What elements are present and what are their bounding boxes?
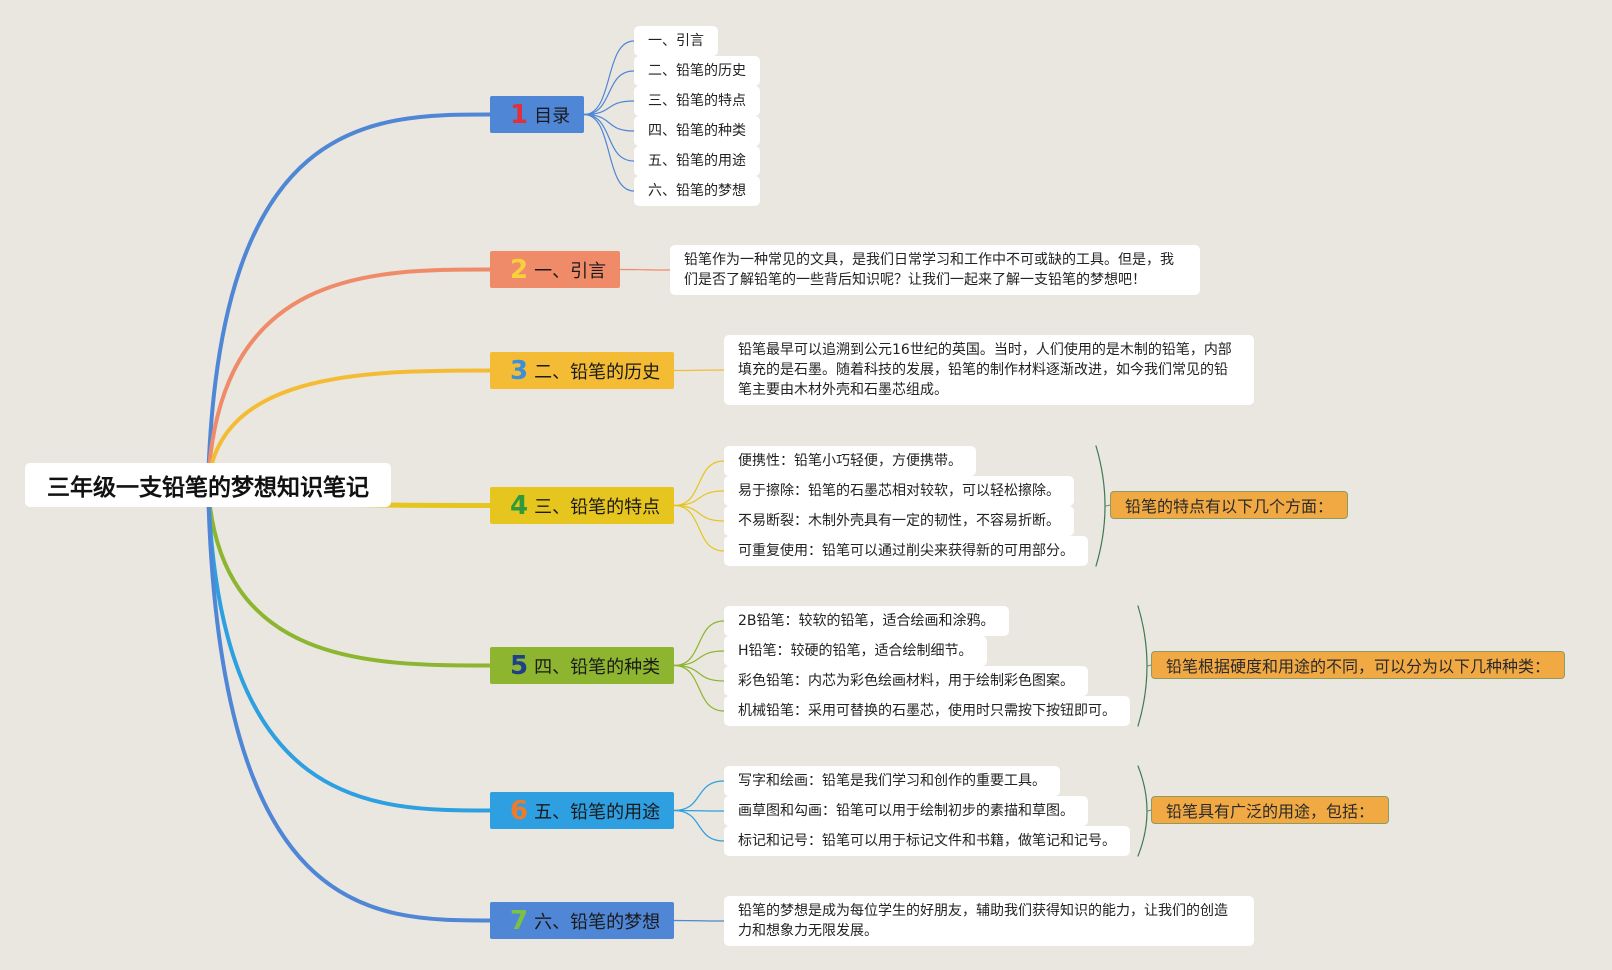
leaf-connector bbox=[673, 664, 725, 682]
summary-bracket bbox=[1137, 605, 1148, 727]
branch-number: 4 bbox=[510, 490, 529, 521]
branch-number: 2 bbox=[510, 254, 529, 285]
branch-connector bbox=[206, 483, 492, 668]
toc-leaf-1[interactable]: 一、引言 bbox=[634, 26, 718, 56]
branch-number: 7 bbox=[510, 905, 529, 936]
root-node[interactable]: 三年级一支铅笔的梦想知识笔记 bbox=[25, 463, 391, 507]
dream-leaf[interactable]: 铅笔的梦想是成为每位学生的好朋友，辅助我们获得知识的能力，让我们的创造力和想象力… bbox=[724, 896, 1254, 946]
branch-label: 五、铅笔的用途 bbox=[534, 801, 661, 823]
root-title: 三年级一支铅笔的梦想知识笔记 bbox=[47, 475, 369, 501]
leaf-connector bbox=[583, 113, 635, 162]
toc-leaf-4[interactable]: 四、铅笔的种类 bbox=[634, 116, 760, 146]
uses-leaf-3[interactable]: 标记和记号：铅笔可以用于标记文件和书籍，做笔记和记号。 bbox=[724, 826, 1130, 856]
branch-label: 六、铅笔的梦想 bbox=[534, 911, 661, 933]
leaf-connector bbox=[673, 919, 725, 922]
leaf-connector bbox=[673, 504, 725, 522]
summary-connector bbox=[1147, 809, 1152, 812]
branch-toc[interactable]: 1 目录 bbox=[490, 96, 584, 133]
summary-connector bbox=[1105, 504, 1111, 507]
branch-intro[interactable]: 2 一、引言 bbox=[490, 251, 620, 288]
toc-leaf-6[interactable]: 六、铅笔的梦想 bbox=[634, 176, 760, 206]
uses-leaf-1[interactable]: 写字和绘画：铅笔是我们学习和创作的重要工具。 bbox=[724, 766, 1060, 796]
toc-leaf-5[interactable]: 五、铅笔的用途 bbox=[634, 146, 760, 176]
uses-leaf-2[interactable]: 画草图和勾画：铅笔可以用于绘制初步的素描和草图。 bbox=[724, 796, 1088, 826]
features-leaf-4[interactable]: 可重复使用：铅笔可以通过削尖来获得新的可用部分。 bbox=[724, 536, 1088, 566]
leaf-connector bbox=[673, 620, 725, 667]
branch-label: 二、铅笔的历史 bbox=[534, 361, 661, 383]
branch-number: 5 bbox=[510, 650, 529, 681]
branch-number: 1 bbox=[510, 99, 529, 130]
leaf-connector bbox=[619, 268, 671, 271]
leaf-connector bbox=[583, 70, 635, 116]
summary-connector bbox=[1147, 664, 1152, 667]
branch-connector bbox=[206, 368, 492, 487]
branch-types[interactable]: 5 四、铅笔的种类 bbox=[490, 647, 674, 684]
leaf-connector bbox=[583, 40, 635, 116]
summary-bracket bbox=[1095, 445, 1106, 567]
types-summary[interactable]: 铅笔根据硬度和用途的不同，可以分为以下几种种类： bbox=[1151, 651, 1566, 679]
summary-bracket bbox=[1137, 765, 1148, 857]
leaf-connector bbox=[583, 100, 635, 116]
leaf-connector bbox=[673, 664, 725, 712]
leaf-connector bbox=[673, 490, 725, 507]
history-leaf[interactable]: 铅笔最早可以追溯到公元16世纪的英国。当时，人们使用的是木制的铅笔，内部填充的是… bbox=[724, 335, 1254, 405]
leaf-connector bbox=[673, 809, 725, 842]
features-summary[interactable]: 铅笔的特点有以下几个方面： bbox=[1110, 491, 1349, 519]
types-leaf-3[interactable]: 彩色铅笔：内芯为彩色绘画材料，用于绘制彩色图案。 bbox=[724, 666, 1088, 696]
branch-label: 一、引言 bbox=[534, 260, 607, 282]
branch-dream[interactable]: 7 六、铅笔的梦想 bbox=[490, 902, 674, 939]
branch-number: 3 bbox=[510, 355, 529, 386]
toc-leaf-2[interactable]: 二、铅笔的历史 bbox=[634, 56, 760, 86]
leaf-connector bbox=[673, 504, 725, 552]
branch-label: 三、铅笔的特点 bbox=[534, 496, 661, 518]
types-leaf-2[interactable]: H铅笔：较硬的铅笔，适合绘制细节。 bbox=[724, 636, 987, 666]
leaf-connector bbox=[583, 113, 635, 192]
leaf-connector bbox=[673, 369, 725, 372]
leaf-connector bbox=[673, 809, 725, 812]
uses-summary[interactable]: 铅笔具有广泛的用途，包括： bbox=[1151, 796, 1390, 824]
types-leaf-4[interactable]: 机械铅笔：采用可替换的石墨芯，使用时只需按下按钮即可。 bbox=[724, 696, 1130, 726]
features-leaf-3[interactable]: 不易断裂：木制外壳具有一定的韧性，不容易折断。 bbox=[724, 506, 1074, 536]
branch-history[interactable]: 3 二、铅笔的历史 bbox=[490, 352, 674, 389]
branch-connector bbox=[206, 112, 492, 487]
branch-uses[interactable]: 6 五、铅笔的用途 bbox=[490, 792, 674, 829]
branch-label: 四、铅笔的种类 bbox=[534, 656, 661, 678]
features-leaf-1[interactable]: 便携性：铅笔小巧轻便，方便携带。 bbox=[724, 446, 976, 476]
leaf-connector bbox=[673, 780, 725, 812]
branch-features[interactable]: 4 三、铅笔的特点 bbox=[490, 487, 674, 524]
features-leaf-2[interactable]: 易于擦除：铅笔的石墨芯相对较软，可以轻松擦除。 bbox=[724, 476, 1074, 506]
branch-label: 目录 bbox=[534, 105, 571, 127]
leaf-connector bbox=[673, 460, 725, 507]
branch-connector bbox=[206, 267, 492, 487]
branch-connector bbox=[206, 483, 492, 923]
branch-connector bbox=[206, 483, 492, 813]
types-leaf-1[interactable]: 2B铅笔：较软的铅笔，适合绘画和涂鸦。 bbox=[724, 606, 1009, 636]
branch-number: 6 bbox=[510, 795, 529, 826]
toc-leaf-3[interactable]: 三、铅笔的特点 bbox=[634, 86, 760, 116]
intro-leaf[interactable]: 铅笔作为一种常见的文具，是我们日常学习和工作中不可或缺的工具。但是，我们是否了解… bbox=[670, 245, 1200, 295]
leaf-connector bbox=[673, 650, 725, 667]
